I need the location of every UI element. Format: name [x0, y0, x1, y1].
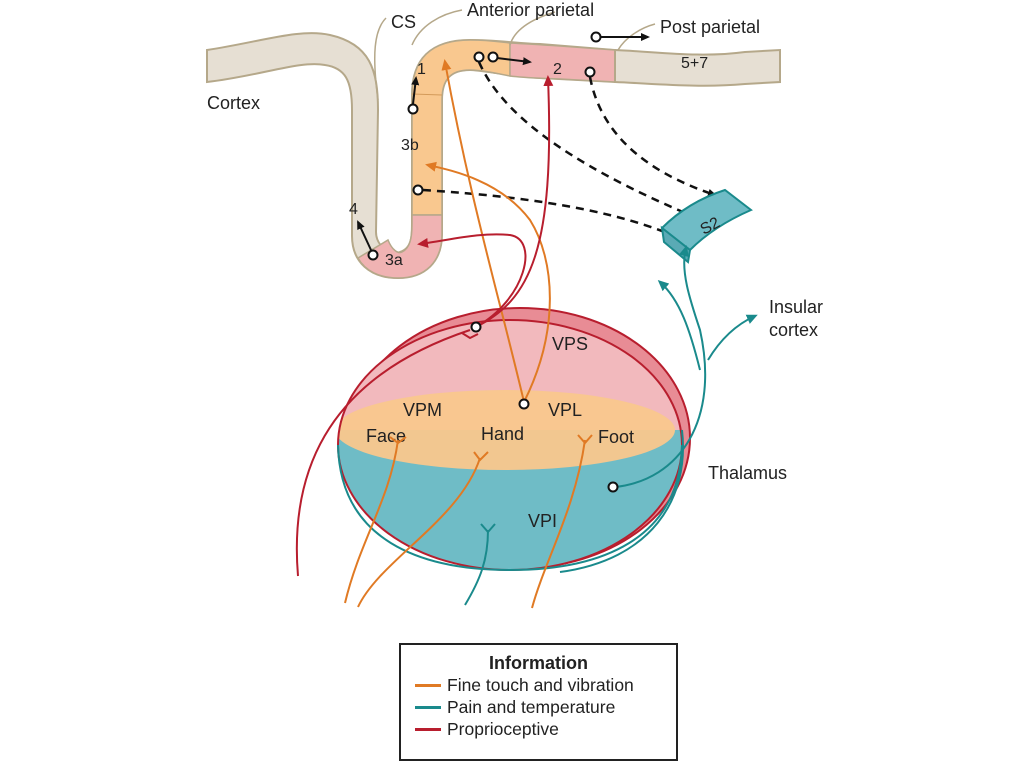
post-parietal-leader-line — [617, 23, 656, 51]
label-area-2: 2 — [553, 61, 562, 78]
label-insular-cortex-2: cortex — [769, 320, 818, 340]
label-vpi: VPI — [528, 511, 557, 531]
proprioceptive-swatch — [415, 727, 441, 731]
area-5-7-region — [614, 48, 781, 87]
s2-area: S2 — [660, 188, 753, 264]
legend-label: Pain and temperature — [447, 696, 616, 717]
label-area-3b: 3b — [401, 137, 419, 154]
label-insular-cortex-1: Insular — [769, 297, 823, 317]
thalamus — [337, 307, 691, 573]
label-vpl: VPL — [548, 400, 582, 420]
fine-touch-pathways — [344, 59, 593, 609]
projections-to-s2 — [422, 61, 717, 237]
legend-label: Proprioceptive — [447, 718, 559, 739]
label-area-4: 4 — [349, 201, 358, 218]
label-vpm: VPM — [403, 400, 442, 420]
fine-touch-swatch — [415, 683, 441, 687]
legend: Information Fine touch and vibration Pai… — [399, 643, 678, 761]
label-foot: Foot — [598, 427, 634, 447]
pain-temperature-pathways — [464, 245, 758, 606]
label-hand: Hand — [481, 424, 524, 444]
label-area-5-7: 5+7 — [681, 55, 708, 72]
area-2-region — [509, 42, 616, 83]
label-vps: VPS — [552, 334, 588, 354]
label-cortex: Cortex — [207, 93, 260, 113]
proprioceptive-pathways — [295, 75, 554, 577]
legend-item-pain-temperature: Pain and temperature — [415, 696, 676, 718]
label-area-3a: 3a — [385, 252, 403, 269]
label-post-parietal: Post parietal — [660, 17, 760, 37]
legend-item-fine-touch: Fine touch and vibration — [415, 674, 676, 696]
cortical-connections — [357, 31, 650, 261]
label-area-1: 1 — [417, 61, 426, 78]
pain-temperature-swatch — [415, 705, 441, 709]
legend-label: Fine touch and vibration — [447, 674, 634, 695]
legend-title: Information — [489, 653, 588, 673]
label-thalamus: Thalamus — [708, 463, 787, 483]
legend-item-proprioceptive: Proprioceptive — [415, 718, 676, 740]
label-cs: CS — [391, 12, 416, 32]
area-2-leader-line — [509, 11, 556, 46]
vpl-vpm-band — [338, 390, 675, 470]
area-3a-region — [356, 214, 443, 279]
cs-leader-line — [374, 17, 387, 101]
anterior-parietal-leader-line — [411, 9, 463, 46]
label-face: Face — [366, 426, 406, 446]
label-anterior-parietal: Anterior parietal — [467, 0, 594, 20]
